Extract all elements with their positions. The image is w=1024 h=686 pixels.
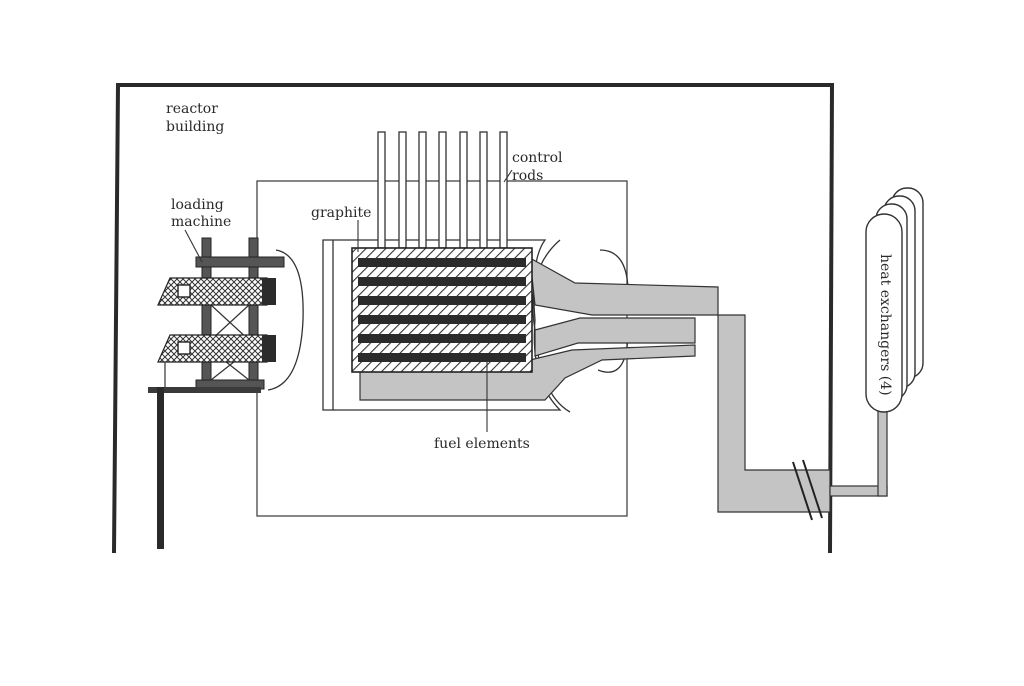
heat-exchanger-pipe [792, 409, 888, 521]
control-rods-label-line2: rods [512, 168, 543, 184]
pipe-break-mark-2 [802, 459, 823, 519]
graphite-core [351, 247, 533, 373]
upper-hot-gas-duct [529, 256, 831, 513]
fuel-elements [358, 258, 526, 362]
loading-machine-label-line2: machine [171, 214, 231, 230]
control-rods-leader [503, 169, 513, 183]
loading-tube-lower [157, 334, 268, 363]
fuel-elements-label: fuel elements [434, 436, 530, 452]
loading-tube-upper [157, 277, 268, 306]
pipe-break-mark-1 [792, 461, 813, 521]
graphite-label: graphite [311, 205, 371, 221]
control-rods-label-line1: control [512, 150, 563, 166]
reactor-building-label-line2: building [166, 119, 224, 135]
heat-exchangers [865, 187, 924, 413]
loading-machine-label-line1: loading [171, 197, 224, 213]
loading-machine [148, 237, 304, 549]
loading-machine-leader [184, 229, 203, 263]
reactor-building-label-line1: reactor [166, 101, 218, 117]
control-rods [377, 131, 508, 249]
leader-lines [184, 169, 513, 432]
reactor-building [112, 83, 835, 554]
heat-exchangers-label: heat exchangers (4) [877, 254, 893, 396]
